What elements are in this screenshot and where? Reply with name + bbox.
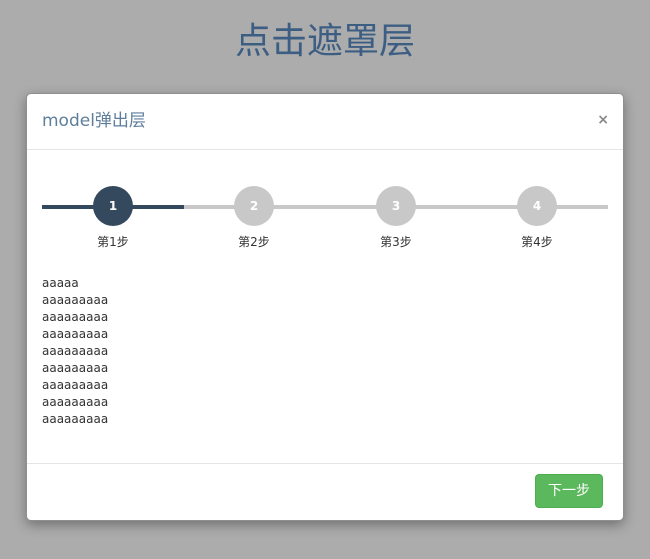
modal-header: model弹出层 × [27, 94, 623, 150]
step-progress: 1 第1步 2 第2步 3 第3步 4 第4步 [42, 184, 608, 254]
modal-title: model弹出层 [42, 111, 146, 131]
step-2: 2 第2步 [214, 184, 294, 250]
step-3: 3 第3步 [356, 184, 436, 250]
content-line: aaaaaaaaa [42, 327, 109, 341]
content-line: aaaaa [42, 276, 79, 290]
content-line: aaaaaaaaa [42, 293, 109, 307]
content-line: aaaaaaaaa [42, 378, 109, 392]
step-1-circle: 1 [93, 186, 133, 226]
content-line: aaaaaaaaa [42, 310, 109, 324]
modal-dialog: model弹出层 × 1 第1步 2 第2步 3 第3步 4 第4步 aaaaa… [26, 93, 624, 521]
content-line: aaaaaaaaa [42, 361, 109, 375]
step-1: 1 第1步 [73, 184, 153, 250]
next-step-button[interactable]: 下一步 [535, 474, 603, 508]
step-2-label: 第2步 [238, 235, 270, 249]
step-4: 4 第4步 [497, 184, 577, 250]
content-line: aaaaaaaaa [42, 412, 109, 426]
content-line: aaaaaaaaa [42, 395, 109, 409]
content-line: aaaaaaaaa [42, 344, 109, 358]
step-4-label: 第4步 [521, 235, 553, 249]
step-3-circle: 3 [376, 186, 416, 226]
page-title[interactable]: 点击遮罩层 [234, 21, 415, 62]
step-1-label: 第1步 [97, 235, 129, 249]
step-4-circle: 4 [517, 186, 557, 226]
modal-body-content: aaaaa aaaaaaaaa aaaaaaaaa aaaaaaaaa aaaa… [42, 275, 602, 428]
step-2-circle: 2 [234, 186, 274, 226]
close-icon[interactable]: × [597, 112, 609, 128]
modal-footer: 下一步 [27, 463, 623, 521]
step-3-label: 第3步 [380, 235, 412, 249]
